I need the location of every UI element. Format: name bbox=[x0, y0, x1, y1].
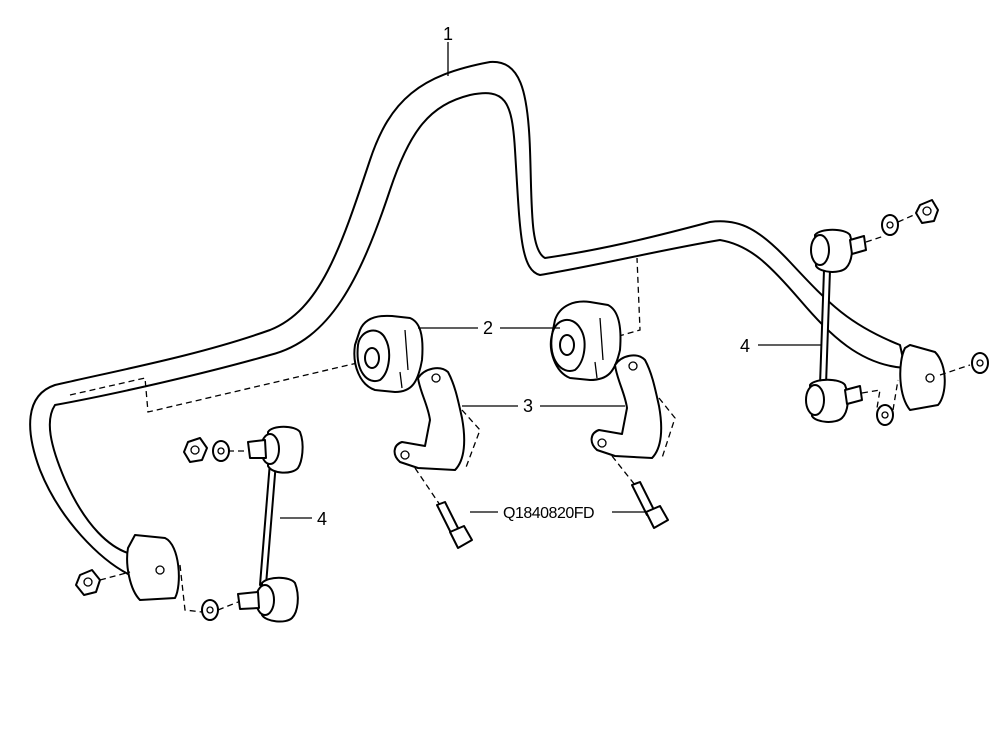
right-bar-end-plate bbox=[899, 344, 946, 411]
bracket-left bbox=[393, 367, 481, 471]
stabilizer-link-right bbox=[805, 228, 867, 423]
leader-lines bbox=[280, 42, 822, 519]
left-link-hardware bbox=[75, 437, 248, 621]
callout-stabilizer-bar: 1 bbox=[443, 24, 453, 44]
callout-link-right: 4 bbox=[740, 336, 750, 356]
left-bar-end-plate bbox=[126, 534, 180, 601]
bolt-part-number: Q1840820FD bbox=[503, 505, 594, 522]
bushing-left bbox=[353, 314, 424, 393]
bushing-right bbox=[550, 300, 622, 381]
callout-link-left: 4 bbox=[317, 509, 327, 529]
bracket-right bbox=[590, 354, 676, 459]
stabilizer-link-left bbox=[237, 425, 304, 623]
callout-bushing: 2 bbox=[483, 318, 493, 338]
bolt-right bbox=[611, 455, 669, 529]
right-link-hardware bbox=[861, 199, 989, 426]
callout-bracket: 3 bbox=[523, 396, 533, 416]
bolt-left bbox=[414, 467, 473, 549]
stabilizer-bar bbox=[29, 60, 906, 576]
